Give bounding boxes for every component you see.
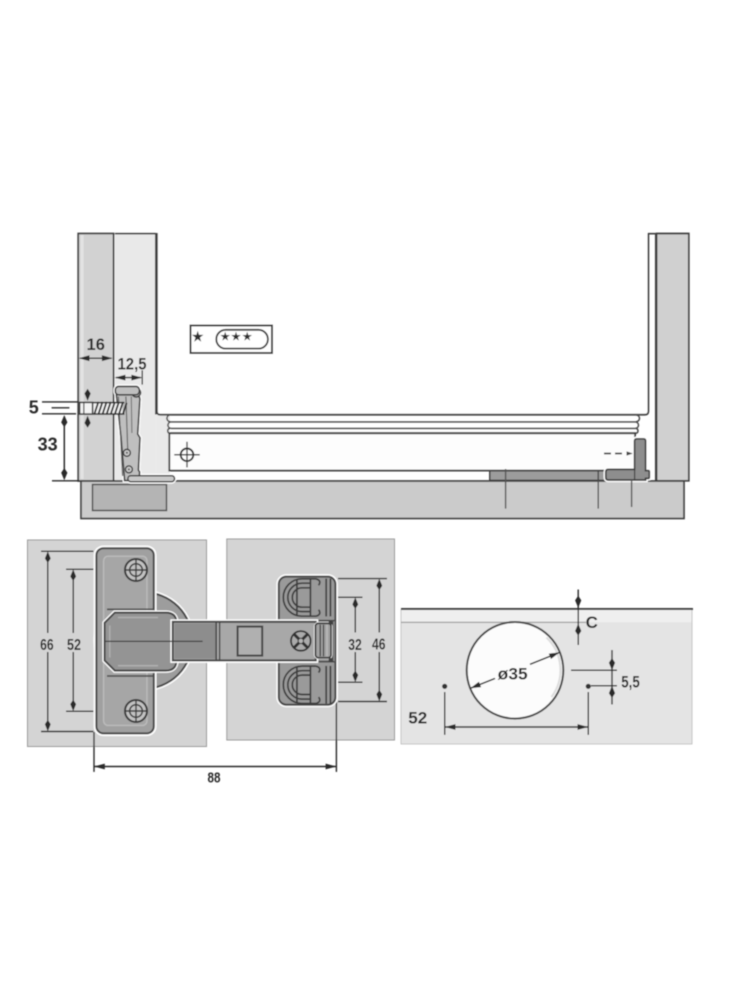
svg-text:32: 32 [348,637,362,654]
svg-text:52: 52 [67,637,81,654]
svg-text:88: 88 [208,769,221,786]
svg-text:16: 16 [87,336,105,354]
svg-text:66: 66 [40,637,54,654]
svg-text:5: 5 [29,397,39,417]
svg-text:46: 46 [372,637,386,654]
svg-text:ø35: ø35 [498,665,528,684]
svg-text:C: C [586,613,598,632]
svg-text:12,5: 12,5 [118,356,147,374]
svg-text:5,5: 5,5 [621,674,640,692]
svg-text:52: 52 [408,708,427,727]
svg-text:33: 33 [38,434,58,454]
